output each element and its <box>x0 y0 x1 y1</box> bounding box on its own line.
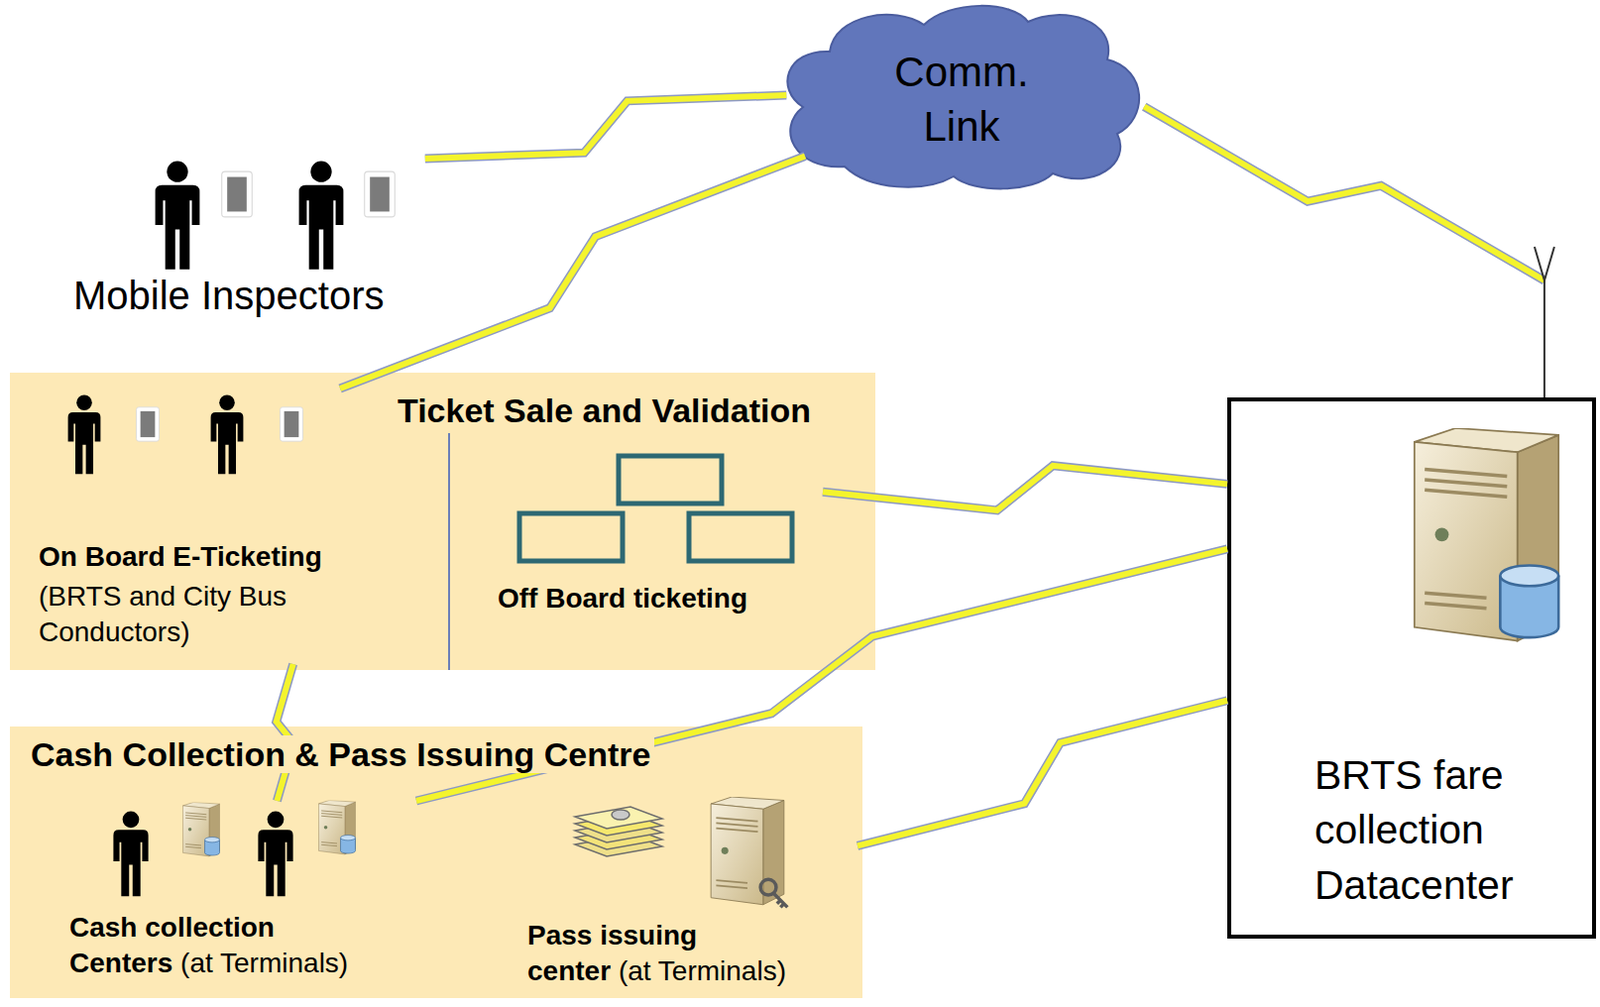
pass <box>574 806 663 829</box>
person-icon <box>155 161 201 270</box>
antenna-prongs <box>1534 246 1555 281</box>
group-note: (at Terminals) <box>618 955 787 987</box>
group-heading: Off Board ticketing <box>497 582 748 614</box>
bolt-outline <box>822 465 1228 511</box>
bolt-line <box>416 549 1228 801</box>
server-key-icon <box>710 797 788 908</box>
text-block: Cash Collection & Pass Issuing Centre <box>26 732 655 777</box>
inspector-figures <box>155 161 396 270</box>
text-block: (BRTS and City Bus Conductors) <box>38 578 337 652</box>
conductor-figures <box>68 394 304 474</box>
link-bolt <box>276 664 295 801</box>
datacenter-server-icon <box>1414 428 1559 642</box>
group-note: (BRTS and City Bus Conductors) <box>38 580 287 648</box>
handheld-icon <box>364 171 396 218</box>
group-label: Mobile Inspectors <box>73 273 384 318</box>
section-title: Cash Collection & Pass Issuing Centre <box>26 735 655 774</box>
link-bolt <box>1143 107 1555 398</box>
box-label: BRTS fare collection Datacenter <box>1314 752 1514 909</box>
block <box>519 513 623 562</box>
person-icon <box>68 394 102 474</box>
text-block: Mobile Inspectors <box>73 269 384 322</box>
bolt-outline <box>425 95 787 159</box>
pass-stack-icon <box>574 806 663 857</box>
centre-group: Cash collection Centers(at Terminals) <box>39 800 417 996</box>
link-bolt <box>857 700 1228 847</box>
ticket-machine-icon <box>519 456 793 562</box>
link-bolt <box>416 549 1228 801</box>
text-block: Off Board ticketing <box>497 580 748 617</box>
bolt-outline <box>857 700 1228 847</box>
group-note: (at Terminals) <box>180 947 348 979</box>
handheld-icon <box>222 171 253 218</box>
link-bolt <box>822 465 1228 511</box>
text-block: Cash collection Centers(at Terminals) <box>69 910 367 983</box>
bolt-outline <box>276 664 295 801</box>
person-icon <box>113 810 148 897</box>
divider-line <box>448 433 451 671</box>
bolt-line <box>857 700 1228 847</box>
person-icon <box>299 161 344 270</box>
centre-group: Pass issuing center(at Terminals) <box>520 793 858 997</box>
handheld-icon <box>136 407 160 442</box>
text-block: Pass issuing center(at Terminals) <box>527 917 815 991</box>
text-block: Comm. Link <box>882 45 1041 154</box>
server-icon <box>183 801 221 857</box>
text-block: On Board E-Ticketing <box>38 539 323 575</box>
cash-centre-figures <box>113 800 355 897</box>
section-title: Ticket Sale and Validation <box>393 391 815 430</box>
cloud-outline <box>775 0 1148 191</box>
text-block: Ticket Sale and Validation <box>393 388 815 433</box>
inspector-group: Mobile Inspectors <box>69 158 457 328</box>
handheld-icon <box>280 407 304 442</box>
bolt-line <box>340 155 805 389</box>
link-bolt <box>425 95 787 159</box>
comm-link-cloud: Comm. Link <box>775 0 1148 191</box>
bolt-line <box>822 465 1228 511</box>
bolt-line <box>1143 107 1545 281</box>
bolt-outline <box>340 155 805 389</box>
antenna-mast <box>1543 280 1546 398</box>
bolt-line <box>425 95 787 159</box>
group-heading: On Board E-Ticketing <box>38 541 323 572</box>
link-bolt <box>340 155 805 389</box>
bolt-outline <box>1143 107 1545 281</box>
cloud-label: Comm. Link <box>894 48 1029 150</box>
bolt-line <box>276 664 295 801</box>
ticketing-group: Off Board ticketing <box>490 446 823 630</box>
person-icon <box>257 810 293 897</box>
server-icon <box>319 800 356 855</box>
cloud-shape <box>787 5 1140 190</box>
block <box>618 456 722 504</box>
clip <box>611 809 630 820</box>
person-icon <box>211 394 244 474</box>
block <box>688 513 793 562</box>
text-block: BRTS fare collection Datacenter <box>1314 748 1563 914</box>
bolt-outline <box>416 549 1228 801</box>
